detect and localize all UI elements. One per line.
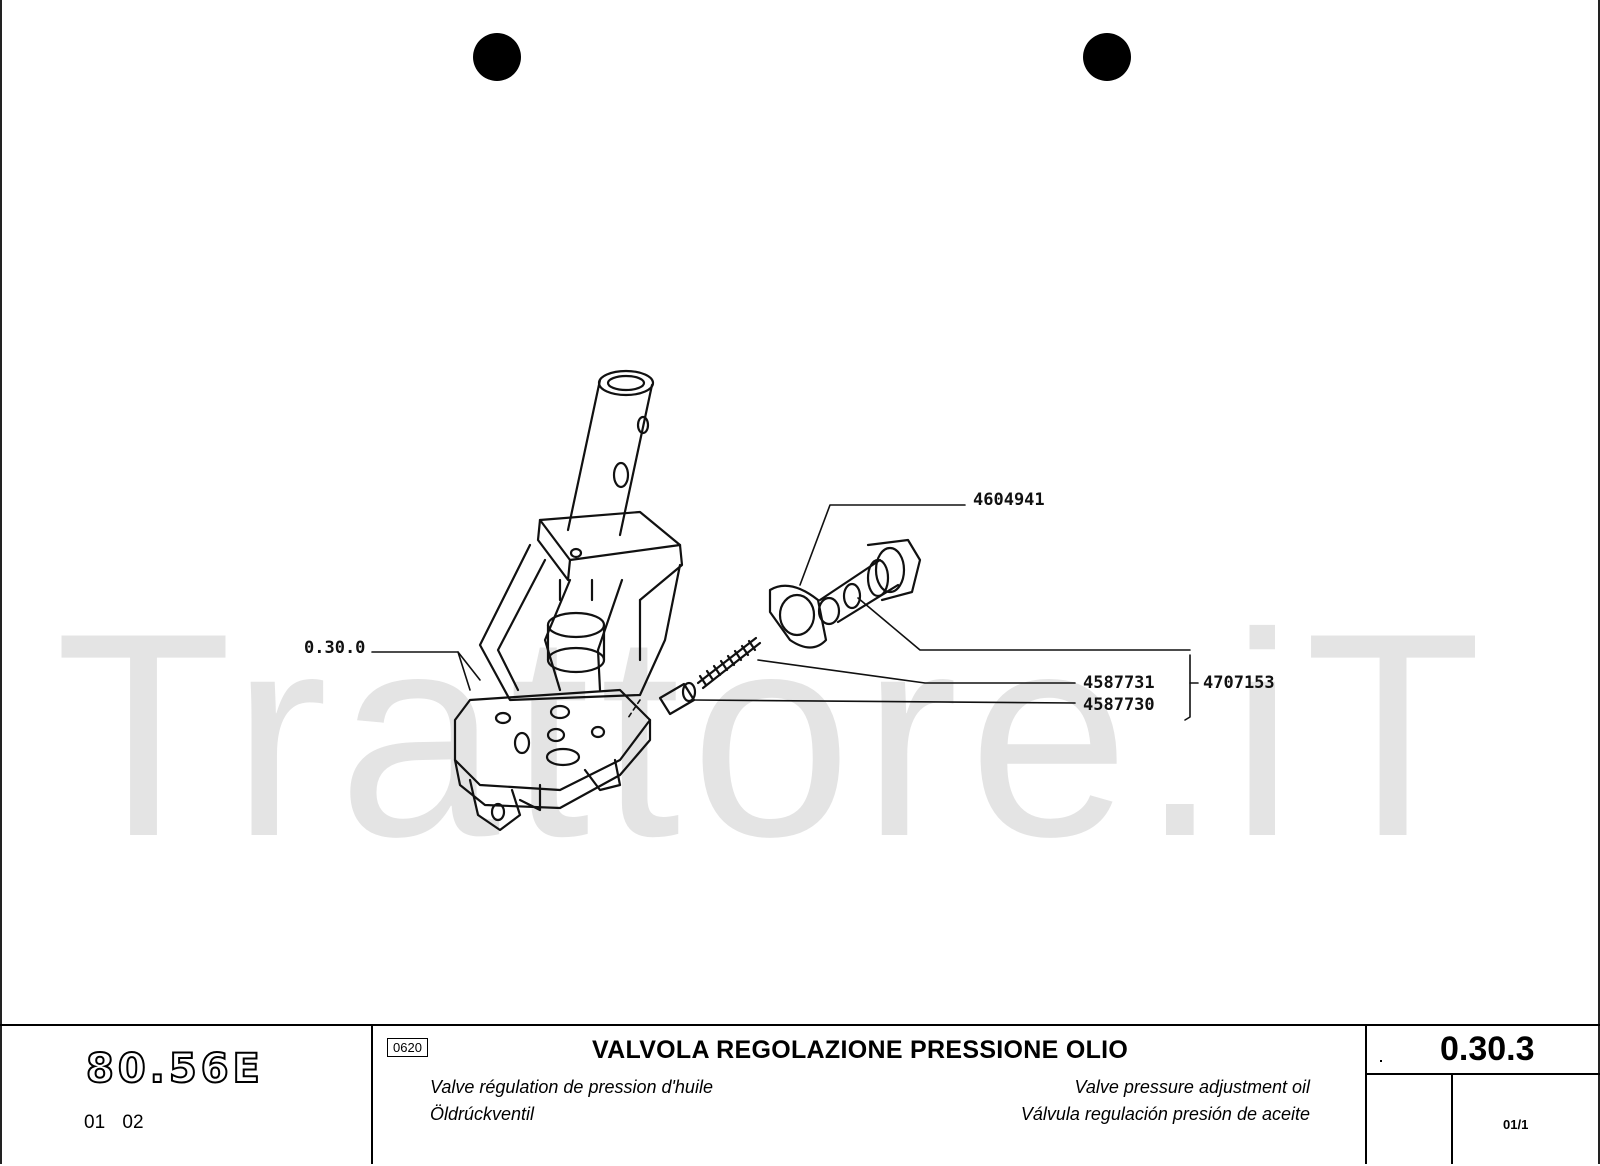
binder-hole-right bbox=[1083, 33, 1131, 81]
sheet-number: 01/1 bbox=[1503, 1117, 1529, 1132]
title-block-divider bbox=[371, 1024, 373, 1164]
leader-lines bbox=[371, 504, 1199, 721]
title-spanish: Válvula regulación presión de aceite bbox=[1020, 1104, 1310, 1124]
title-block bbox=[0, 1024, 1600, 1166]
label-assembly: 0.30.0 bbox=[304, 638, 365, 658]
model-edition: 01 02 bbox=[84, 1112, 144, 1133]
title-english: Valve pressure adjustment oil bbox=[1074, 1077, 1310, 1097]
label-kit: 4707153 bbox=[1203, 673, 1275, 693]
tick-mark bbox=[1380, 1060, 1382, 1062]
binder-hole-left bbox=[473, 33, 521, 81]
gasket-ring bbox=[768, 584, 828, 649]
label-plunger: 4587730 bbox=[1083, 695, 1155, 715]
title-block-divider bbox=[1451, 1074, 1453, 1164]
title-block-divider bbox=[1365, 1024, 1367, 1164]
group-code: 0620 bbox=[387, 1038, 428, 1057]
label-spring: 4587731 bbox=[1083, 673, 1155, 693]
label-gasket: 4604941 bbox=[973, 490, 1045, 510]
page-border-left bbox=[0, 0, 2, 1164]
exploded-view-drawing: 0.30.0 4604941 4587731 4587730 4707153 bbox=[304, 369, 1275, 832]
model-number: 80.56E bbox=[85, 1045, 264, 1093]
plunger-part bbox=[658, 681, 697, 716]
page-border-right bbox=[1598, 0, 1600, 1164]
oil-pump-assembly bbox=[453, 369, 684, 832]
title-french: Valve régulation de pression d'huile bbox=[430, 1077, 713, 1097]
page-title: VALVOLA REGOLAZIONE PRESSIONE OLIO bbox=[592, 1036, 1129, 1064]
spring-part bbox=[696, 636, 762, 690]
table-number: 0.30.3 bbox=[1440, 1030, 1535, 1068]
title-block-divider bbox=[1365, 1073, 1600, 1075]
plug-bolt bbox=[817, 538, 922, 626]
title-german: Öldrúckventil bbox=[430, 1104, 535, 1124]
